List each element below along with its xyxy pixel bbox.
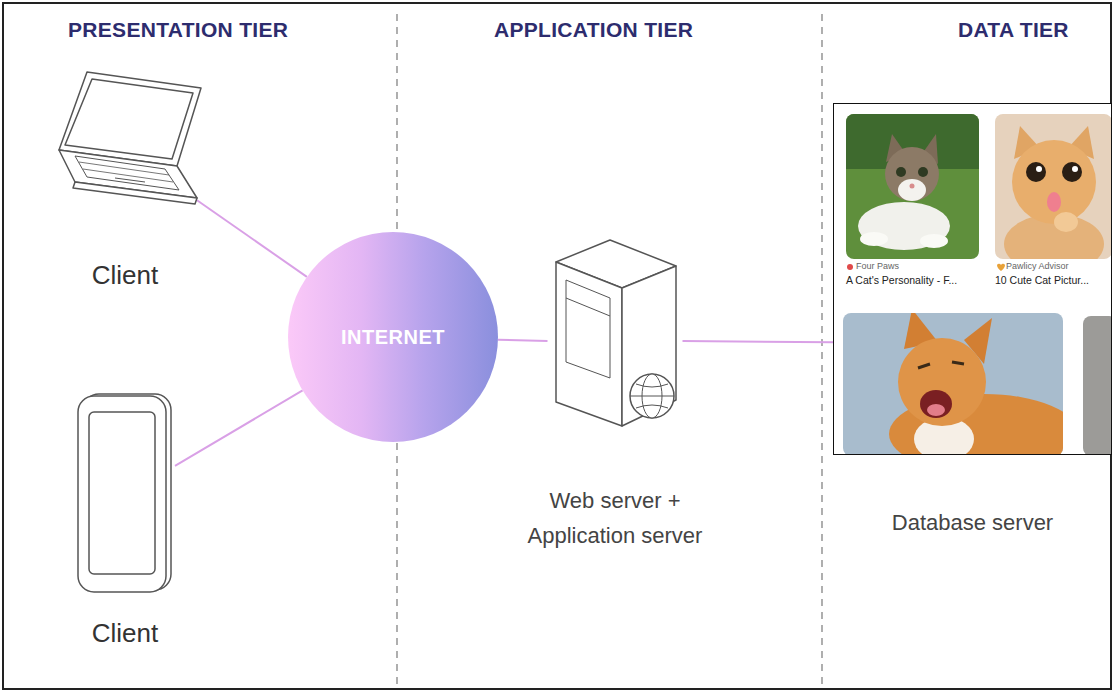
tier-divider <box>821 14 822 684</box>
connector-line <box>197 200 307 277</box>
source-icon <box>847 264 853 270</box>
cat-photo <box>846 114 979 259</box>
node-label: Database server <box>892 505 1053 540</box>
connector-line <box>498 340 548 341</box>
node-label: Web server + Application server <box>500 483 730 553</box>
client-laptop: Client <box>40 70 210 297</box>
tier-heading: DATA TIER <box>958 18 1069 42</box>
cat-photo <box>843 313 1063 455</box>
laptop-icon <box>45 70 205 210</box>
result-title: 10 Cute Cat Pictur... <box>995 274 1089 286</box>
client-phone: Client <box>55 390 195 655</box>
internet-circle: INTERNET <box>288 232 498 442</box>
cat-photo <box>995 114 1112 259</box>
tier-heading: PRESENTATION TIER <box>68 18 288 42</box>
node-label: INTERNET <box>341 326 445 349</box>
result-title: A Cat's Personality - F... <box>846 274 957 286</box>
server-node: Web server + Application server <box>500 228 730 553</box>
database-node: Four Paws A Cat's Personality - F... Pawli… <box>833 103 1112 540</box>
source-name: Pawlicy Advisor <box>1006 261 1069 271</box>
tier-heading: APPLICATION TIER <box>494 18 693 42</box>
node-label: Client <box>92 255 158 297</box>
cat-photo <box>1083 316 1112 455</box>
server-icon <box>548 228 683 428</box>
connector-line <box>683 341 834 342</box>
outer-frame <box>3 3 1111 689</box>
node-label: Client <box>92 613 158 655</box>
source-name: Four Paws <box>856 261 899 271</box>
source-icon <box>997 264 1005 271</box>
connector-line <box>175 390 303 465</box>
search-results-panel: Four Paws A Cat's Personality - F... Pawli… <box>833 103 1112 455</box>
phone-icon <box>75 390 175 595</box>
